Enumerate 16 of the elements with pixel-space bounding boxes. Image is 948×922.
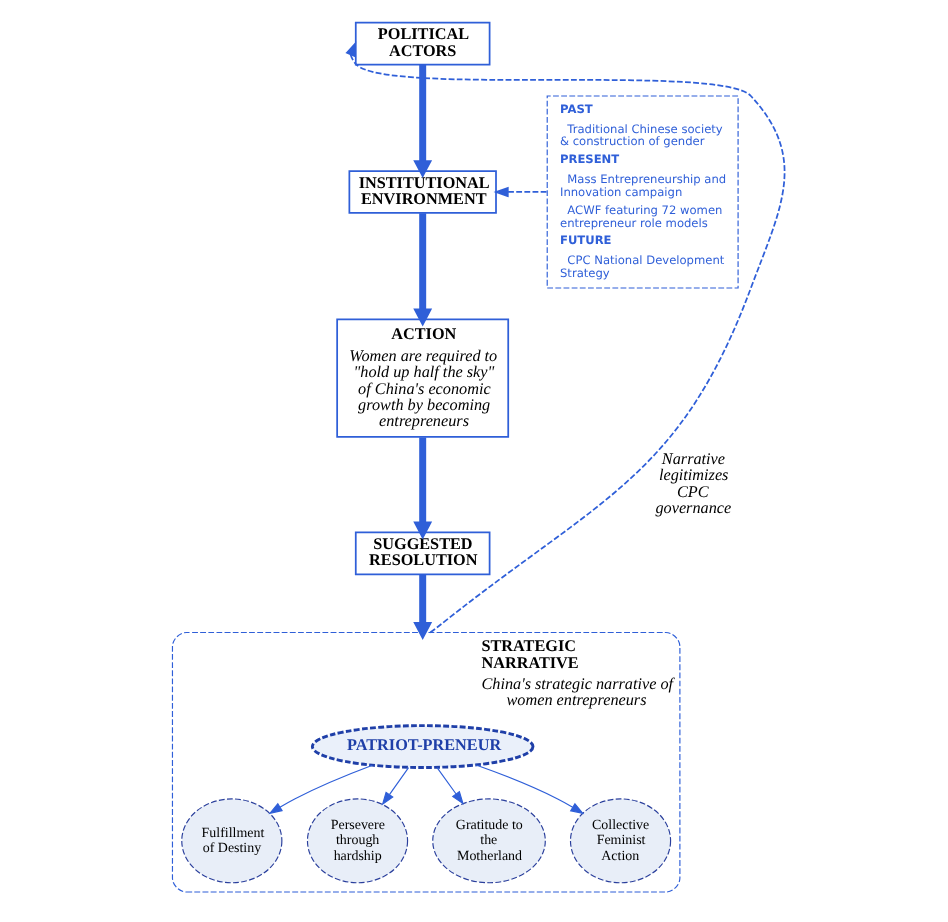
- node-ellipse: PATRIOT-PRENEUR: [310, 723, 535, 768]
- arrow: [345, 40, 786, 633]
- arrow: [493, 185, 548, 197]
- arrow: [413, 436, 433, 539]
- node-box: ACTION Women are required to "hold up half the sky" of China's economic growth by becoming entrepreneurs: [336, 317, 510, 437]
- node-box: SUGGESTED RESOLUTION: [354, 530, 491, 575]
- arrow: [268, 763, 373, 814]
- arrow: [436, 766, 464, 804]
- edge-label: Narrative legitimizes CPC governance: [655, 448, 732, 516]
- arrow: [413, 573, 433, 639]
- arrow: [475, 763, 585, 814]
- arrow: [381, 766, 410, 805]
- arrow: [413, 63, 433, 178]
- node-box: POLITICAL ACTORS: [354, 20, 491, 65]
- arrow: [413, 212, 433, 326]
- node-box: INSTITUTIONAL ENVIRONMENT: [348, 169, 497, 213]
